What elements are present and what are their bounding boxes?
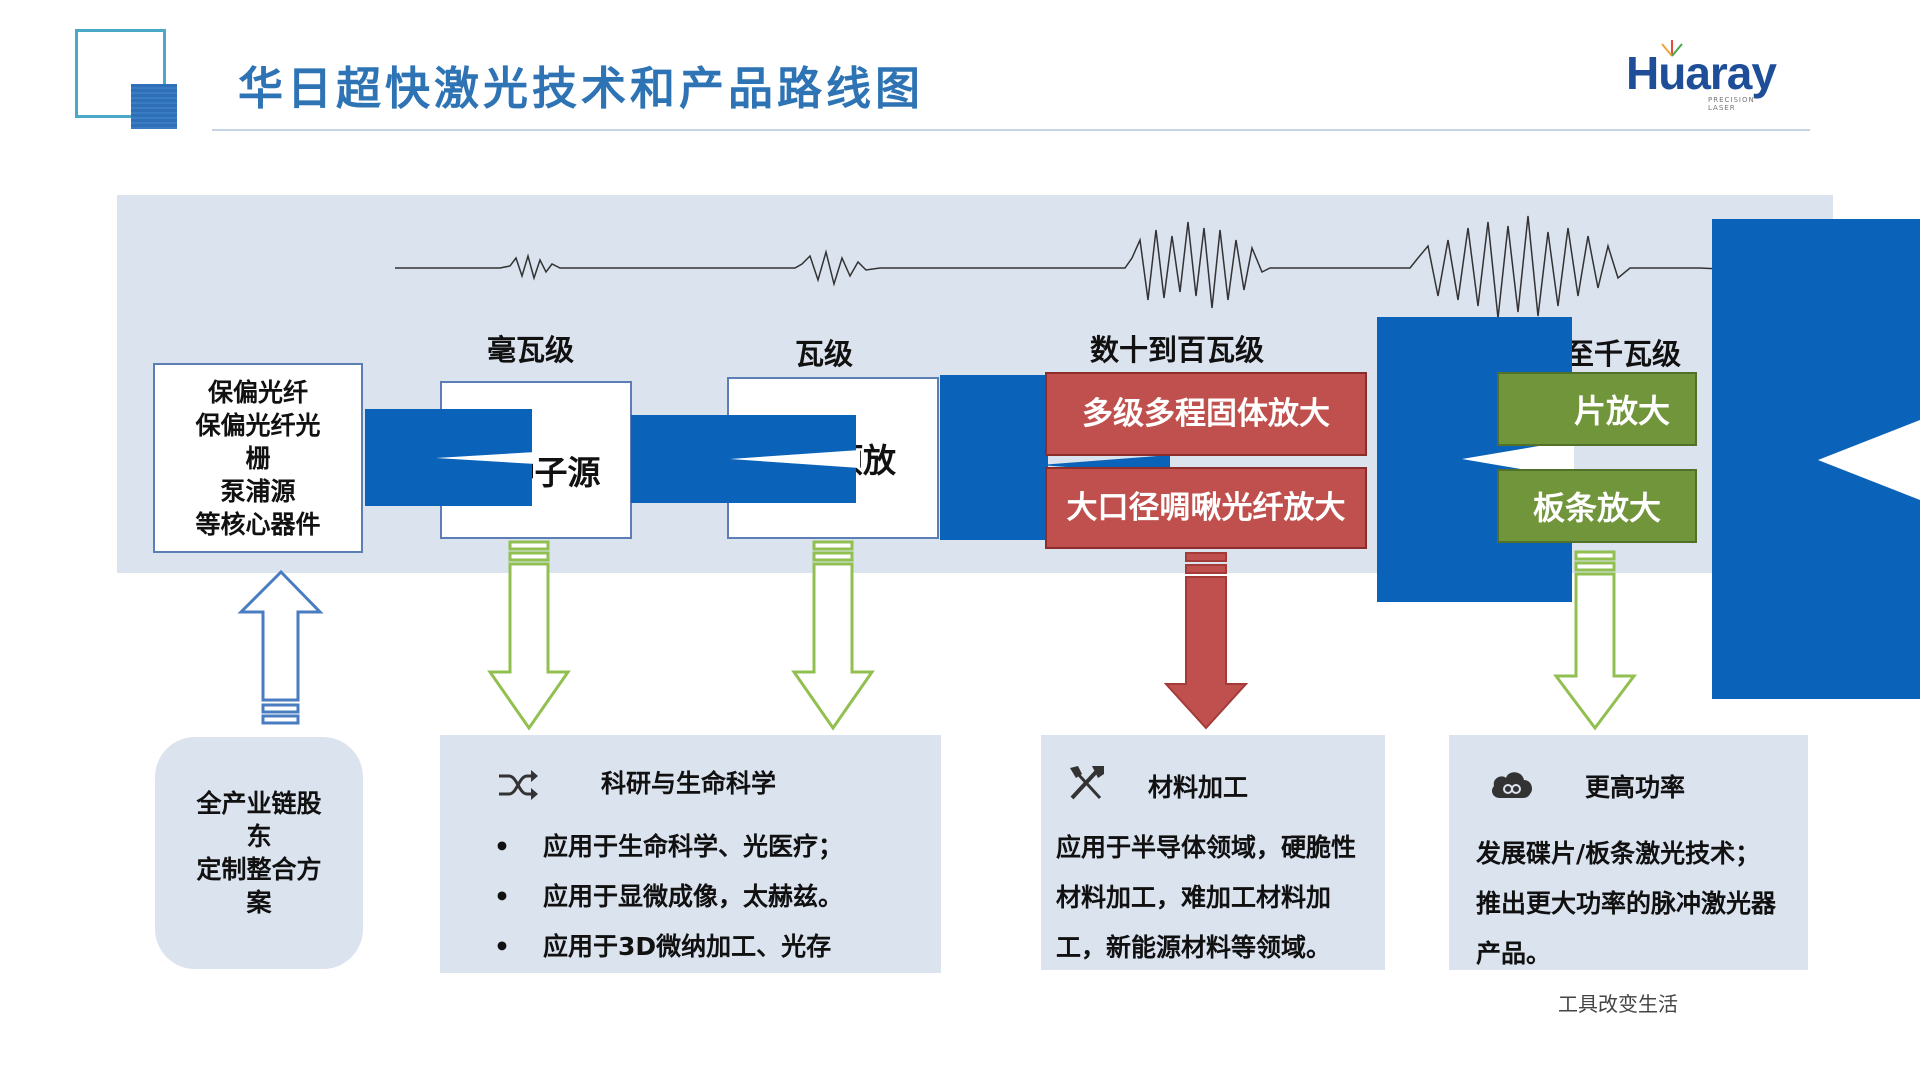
logo-subtitle: PRECISION LASER: [1708, 96, 1755, 112]
page-title: 华日超快激光技术和产品路线图: [238, 62, 925, 115]
disk-amp-box: 片放大: [1497, 372, 1697, 446]
research-heading: 科研与生命科学: [601, 769, 777, 798]
multi-stage-solid-amp-box: 多级多程固体放大: [1045, 372, 1367, 456]
core-components-line: 保偏光纤: [207, 377, 308, 407]
down-arrow-red: [1163, 552, 1249, 730]
research-bullet: 应用于生命科学、光医疗；: [494, 822, 854, 872]
title-divider: [212, 129, 1810, 131]
level-label-watt: 瓦级: [795, 337, 854, 371]
full-chain-box: 全产业链股 东 定制整合方 案: [155, 737, 363, 969]
corner-filled-square: [131, 84, 177, 129]
full-chain-line: 全产业链股: [196, 789, 322, 818]
slab-amp-box: 板条放大: [1497, 469, 1697, 543]
connector-notch-5: [1818, 420, 1920, 500]
core-components-line: 泵浦源: [220, 476, 296, 506]
full-chain-line: 案: [246, 888, 272, 917]
tools-icon: [1070, 766, 1104, 800]
material-body: 应用于半导体领域，硬脆性材料加工，难加工材料加工，新能源材料等领域。: [1056, 833, 1357, 962]
corner-outline-square: [75, 29, 166, 118]
research-bullet: 应用于显微成像，太赫兹。: [494, 872, 854, 922]
connector-notch-2: [730, 450, 860, 468]
research-bullet: 应用于3D微纳加工、光存: [494, 922, 854, 972]
chirped-fiber-amp-label: 大口径啁啾光纤放大: [1066, 490, 1346, 526]
logo-wordmark: Huaray: [1626, 47, 1777, 99]
cloud-icon: [1492, 772, 1532, 798]
down-arrow-green: [1553, 550, 1637, 731]
down-arrow-green: [487, 540, 571, 731]
material-heading: 材料加工: [1148, 773, 1249, 802]
down-arrow-green: [791, 540, 875, 731]
disk-amp-label: 片放大: [1573, 392, 1670, 430]
logo-spark-icon: [1661, 40, 1683, 57]
connector-notch-1: [436, 452, 536, 464]
research-bullets: 应用于生命科学、光医疗； 应用于显微成像，太赫兹。 应用于3D微纳加工、光存: [494, 822, 854, 972]
connector-notch-4: [1462, 440, 1574, 478]
huaray-logo: Huaray PRECISION LASER: [1622, 40, 1782, 112]
core-components-line: 保偏光纤光: [195, 410, 321, 440]
power-body: 发展碟片/板条激光技术；推出更大功率的脉冲激光器产品。: [1476, 839, 1777, 968]
footer-slogan: 工具改变生活: [1558, 992, 1678, 1016]
seed-source-box: 种子源: [440, 381, 632, 539]
up-arrow-blue: [237, 569, 324, 725]
chirped-fiber-amp-box: 大口径啁啾光纤放大: [1045, 467, 1367, 549]
full-chain-line: 东: [246, 822, 272, 851]
connector-bar-3: [940, 375, 1048, 540]
core-components-line: 等核心器件: [195, 509, 321, 539]
level-label-milliwatt: 毫瓦级: [487, 333, 575, 367]
full-chain-line: 定制整合方: [196, 855, 322, 884]
core-components-line: 栅: [245, 443, 271, 473]
core-components-box: 保偏光纤 保偏光纤光 栅 泵浦源 等核心器件: [153, 363, 363, 553]
level-label-tens-to-hundred-watt: 数十到百瓦级: [1090, 333, 1265, 367]
shuffle-icon: [499, 770, 538, 800]
power-heading: 更高功率: [1585, 773, 1686, 802]
slab-amp-label: 板条放大: [1532, 489, 1661, 527]
multi-stage-solid-amp-label: 多级多程固体放大: [1082, 396, 1330, 432]
